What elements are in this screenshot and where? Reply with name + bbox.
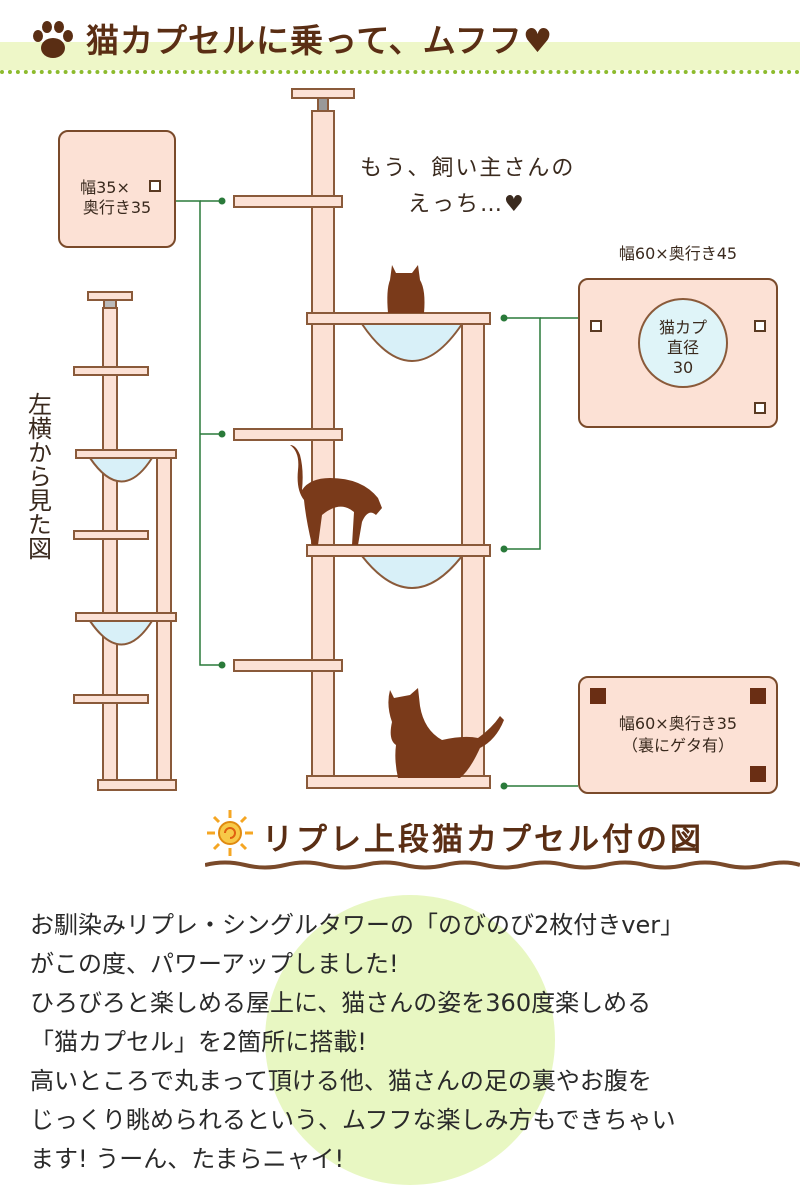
main-pole: [311, 110, 335, 782]
description-line: がこの度、パワーアップしました!: [30, 950, 399, 978]
shelf-top-deck: [306, 312, 491, 325]
description-text: お馴染みリプレ・シングルタワーの「のびのび2枚付きver」 がこの度、パワーアッ…: [30, 906, 780, 1179]
base-note: （裏にゲタ有）: [621, 736, 734, 755]
speech-line-2: えっち…♥: [408, 192, 526, 217]
cat-sitting-top: [387, 265, 425, 313]
capsule-middle: [359, 555, 465, 589]
header-divider: [0, 70, 800, 74]
background-bubble: [265, 895, 555, 1185]
side-top-bolt: [103, 299, 117, 309]
side-shelf-4: [75, 612, 177, 622]
connector-right: [504, 317, 541, 550]
paw-icon: [30, 18, 76, 62]
speech-line-1: もう、飼い主さんの: [360, 156, 576, 181]
shelf-1: [233, 195, 343, 208]
cat-tower-diagram: [73, 88, 578, 791]
side-shelf-3: [73, 530, 149, 540]
shelf-3: [233, 428, 343, 441]
section-subtitle: リプレ上段猫カプセル付の図: [262, 822, 704, 858]
square-marker: [750, 766, 766, 782]
shelf-capsule-deck: [306, 544, 491, 557]
page-title: 猫カプセルに乗って、ムフフ♥: [86, 21, 554, 60]
description-line: ます! うーん、たまらニャイ!: [30, 1145, 345, 1173]
capsule-top: [360, 323, 464, 362]
small-shelf-box: 幅35× 奥行き35: [58, 130, 176, 248]
capsule-label-2: 直径: [666, 338, 699, 357]
small-shelf-depth: 奥行き35: [82, 198, 152, 217]
side-shelf-5: [73, 694, 149, 704]
top-deck-caption: 幅60×奥行き45: [618, 244, 738, 263]
side-capsule-2: [88, 620, 154, 646]
square-marker: [750, 688, 766, 704]
cat-stretching: [290, 445, 382, 545]
side-capsule-1: [88, 457, 154, 483]
side-base: [97, 779, 177, 791]
side-top-plate: [87, 291, 133, 301]
sun-icon: [205, 808, 255, 858]
top-bolt: [317, 97, 329, 112]
side-shelf-2: [75, 449, 177, 459]
description-line: 高いところで丸まって頂ける他、猫さんの足の裏やお腹を: [30, 1067, 652, 1095]
description-line: 「猫カプセル」を2箇所に搭載!: [30, 1028, 367, 1056]
shelf-5: [233, 659, 343, 672]
top-plate: [291, 88, 355, 99]
square-marker: [754, 320, 766, 332]
side-shelf-1: [73, 366, 149, 376]
square-marker: [590, 688, 606, 704]
capsule-label-3: 30: [672, 358, 694, 377]
description-line: お馴染みリプレ・シングルタワーの「のびのび2枚付きver」: [30, 911, 685, 939]
base-box: 幅60×奥行き35 （裏にゲタ有）: [578, 676, 778, 794]
square-marker: [590, 320, 602, 332]
top-deck-box: 猫カプ 直径 30: [578, 278, 778, 428]
small-shelf-width: 幅35×: [80, 178, 130, 197]
capsule-diameter-circle: [638, 298, 728, 388]
subtitle-underline: [205, 860, 800, 870]
description-line: じっくり眺められるという、ムフフな楽しみ方もできちゃい: [30, 1106, 676, 1134]
side-main-pole: [102, 307, 118, 787]
header-band: [0, 42, 800, 70]
capsule-label-1: 猫カプ: [658, 318, 707, 337]
square-marker: [754, 402, 766, 414]
description-line: ひろびろと楽しめる屋上に、猫さんの姿を360度楽しめる: [30, 989, 652, 1017]
connector-left: [176, 200, 222, 666]
base-size: 幅60×奥行き35: [618, 714, 738, 733]
square-marker: [149, 180, 161, 192]
cat-base: [388, 688, 504, 778]
side-view-label: 左横から見た図: [23, 392, 52, 560]
